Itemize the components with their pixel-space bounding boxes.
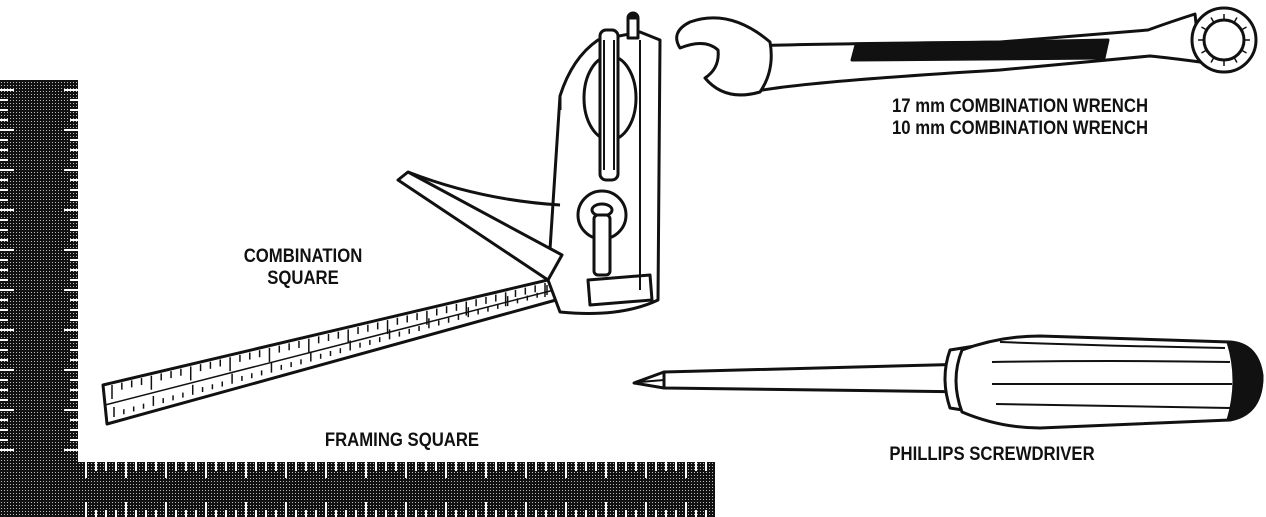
- combination-square-icon: [101, 11, 662, 426]
- framing-square-label-text: FRAMING SQUARE: [324, 430, 480, 451]
- tick-mark: [1240, 49, 1247, 54]
- tick-mark: [1233, 17, 1238, 24]
- screwdriver-label-text: PHILLIPS SCREWDRIVER: [889, 444, 1095, 465]
- framing-square-label: FRAMING SQUARE: [296, 430, 507, 452]
- combination-square-label-line1: COMBINATION: [243, 246, 363, 267]
- tick-mark: [1201, 49, 1208, 54]
- tick-mark: [1210, 17, 1215, 24]
- screwdriver-label: PHILLIPS SCREWDRIVER: [851, 444, 1133, 466]
- combination-wrench-icon: [675, 6, 1258, 97]
- phillips-screwdriver-icon: [632, 334, 1264, 430]
- wrench-label: 17 mm COMBINATION WRENCH 10 mm COMBINATI…: [844, 96, 1196, 140]
- tick-mark: [1201, 26, 1208, 31]
- tick-mark: [1233, 56, 1238, 63]
- wrench-label-10mm: 10 mm COMBINATION WRENCH: [891, 118, 1149, 139]
- tick-mark: [1240, 26, 1247, 31]
- combination-square-label: COMBINATION SQUARE: [219, 246, 386, 290]
- wrench-label-17mm: 17 mm COMBINATION WRENCH: [891, 96, 1149, 117]
- combination-square-label-line2: SQUARE: [267, 268, 339, 289]
- tick-mark: [1210, 56, 1215, 63]
- framing-square-icon: [0, 80, 715, 517]
